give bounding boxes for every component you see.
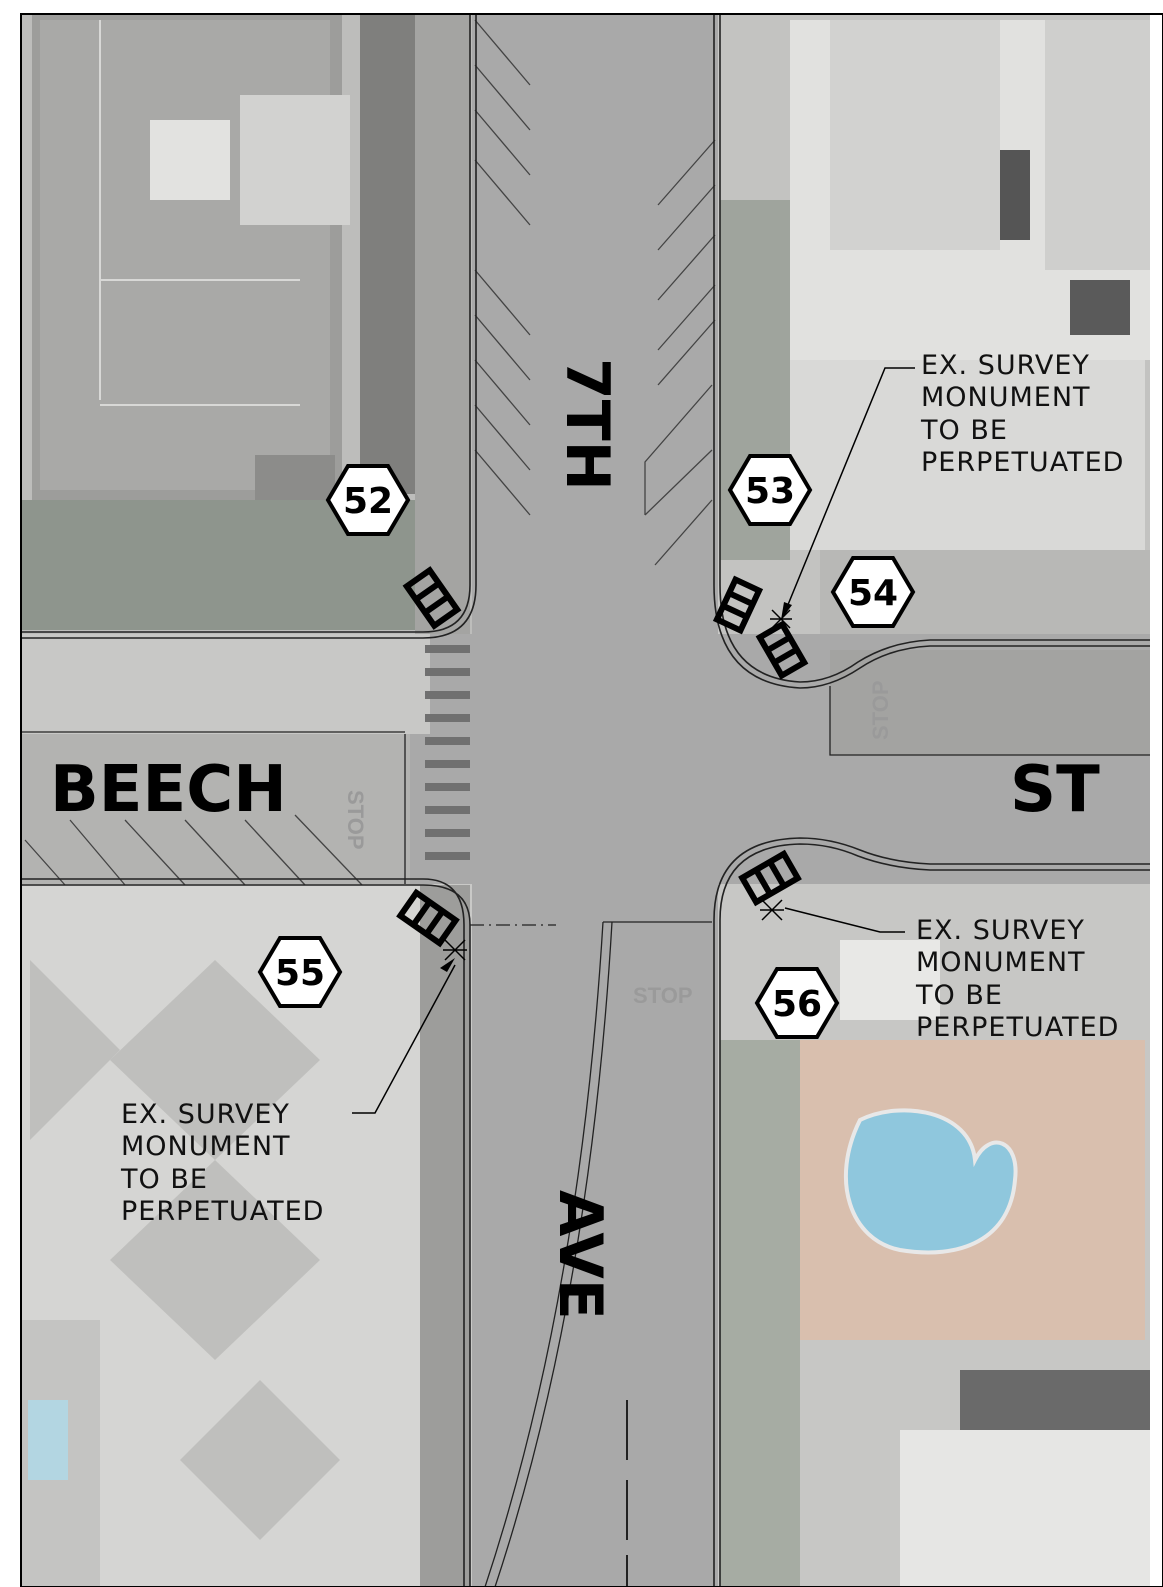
svg-text:MONUMENT: MONUMENT: [916, 947, 1086, 978]
hex-callout-53: 53: [727, 454, 813, 526]
sw-block: [20, 885, 470, 1587]
note-survey-monument-sw: EX. SURVEY MONUMENT TO BE PERPETUATED: [120, 1099, 324, 1227]
street-label-7th: 7TH: [552, 358, 622, 491]
survey-monument-ne-marker: [770, 609, 792, 629]
svg-text:TO BE: TO BE: [915, 980, 1003, 1011]
stop-marking-east: STOP: [868, 680, 893, 740]
parking-stripes: [24, 19, 716, 886]
svg-text:TO BE: TO BE: [920, 415, 1008, 446]
svg-text:PERPETUATED: PERPETUATED: [916, 1012, 1119, 1043]
svg-text:PERPETUATED: PERPETUATED: [121, 1196, 324, 1227]
svg-text:52: 52: [343, 481, 393, 522]
stop-marking-west: STOP: [343, 790, 368, 850]
survey-monument-sw-marker: [443, 939, 467, 961]
svg-text:MONUMENT: MONUMENT: [121, 1131, 291, 1162]
survey-monument-se-marker: [760, 899, 784, 921]
curb-lines: [20, 14, 1150, 1587]
roads: [20, 14, 1150, 1587]
svg-text:54: 54: [848, 573, 898, 614]
street-label-ave: AVE: [545, 1190, 615, 1320]
nw-block: [20, 14, 472, 634]
survey-monuments: [443, 609, 792, 961]
svg-text:EX. SURVEY: EX. SURVEY: [121, 1099, 290, 1130]
curb-ramp-ne-2: [755, 620, 809, 680]
leader-lines: [352, 367, 915, 1114]
hex-callout-55: 55: [257, 936, 343, 1008]
svg-text:PERPETUATED: PERPETUATED: [921, 447, 1124, 478]
curb-ramp-sw: [396, 888, 460, 948]
svg-text:56: 56: [772, 984, 822, 1025]
pool: [844, 1108, 1018, 1255]
curb-ramp-ne-1: [712, 575, 764, 635]
stop-markings: STOP STOP STOP: [343, 680, 893, 1008]
svg-text:EX. SURVEY: EX. SURVEY: [916, 915, 1085, 946]
curb-ramps: [396, 566, 809, 948]
svg-text:EX. SURVEY: EX. SURVEY: [921, 350, 1090, 381]
crosswalk: [425, 645, 470, 860]
sheet-border: [20, 13, 1163, 1587]
note-survey-monument-ne: EX. SURVEY MONUMENT TO BE PERPETUATED: [920, 350, 1124, 478]
hex-callout-56: 56: [754, 967, 840, 1039]
hex-callout-52: 52: [325, 464, 411, 536]
svg-text:MONUMENT: MONUMENT: [921, 382, 1091, 413]
street-label-beech: BEECH: [50, 753, 287, 827]
street-label-st: ST: [1010, 753, 1100, 827]
curb-ramp-se: [738, 849, 802, 907]
ne-block: [720, 14, 1150, 645]
leader-arrows: [440, 602, 792, 972]
svg-text:TO BE: TO BE: [120, 1164, 208, 1195]
hex-callout-54: 54: [830, 556, 916, 628]
svg-text:55: 55: [275, 953, 325, 994]
stop-marking-south: STOP: [633, 983, 693, 1008]
curb-ramp-nw: [402, 566, 462, 630]
svg-text:53: 53: [745, 471, 795, 512]
note-survey-monument-se: EX. SURVEY MONUMENT TO BE PERPETUATED: [915, 915, 1119, 1043]
